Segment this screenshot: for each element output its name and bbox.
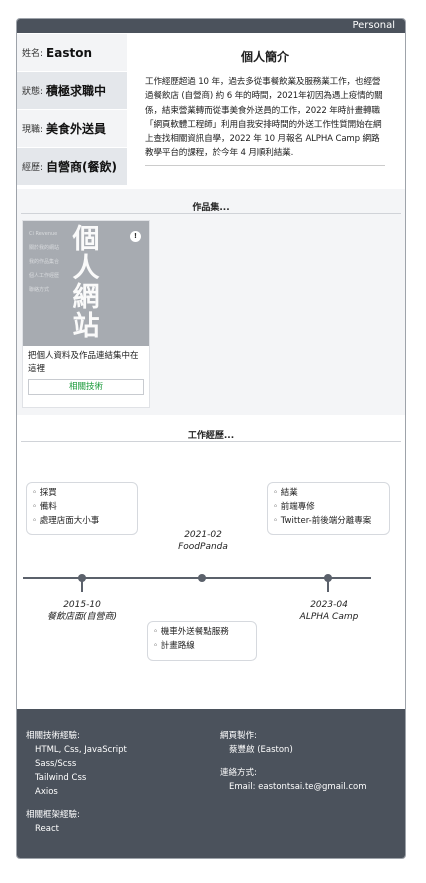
works-section: 作品集... Ci Revenue 關於我的網站 我的作品集合 個人工作經歷 聯… [17,189,405,415]
related-tech-button[interactable]: 相關技術 [28,379,144,395]
profile-section: 姓名: Easton 狀態: 積極求職中 現職: 美食外送員 經歷: 自營商(餐… [17,34,405,202]
info-key: 姓名: [22,49,44,59]
timeline-place: FoodPanda [178,542,228,552]
thumbnail-line: Ci Revenue [29,231,58,237]
frameworks-title: 相關框架經驗: [26,810,80,820]
info-icon: ! [130,231,141,242]
info-row-status: 狀態: 積極求職中 [17,72,127,110]
skill-item: Axios [35,787,58,797]
topbar-label: Personal [352,20,395,31]
experience-title: 工作經歷... [187,431,235,441]
info-row-current-job: 現職: 美食外送員 [17,110,127,148]
top-bar: Personal [17,19,405,33]
bubble-alphacamp: ◦ 結業 ◦ 前端專修 ◦ Twitter-前後端分離專案 [267,482,390,535]
timeline-label-alphacamp: 2023-04 ALPHA Camp [289,599,369,623]
info-column: 姓名: Easton 狀態: 積極求職中 現職: 美食外送員 經歷: 自營商(餐… [17,34,127,202]
info-value: 自營商(餐飲) [46,160,118,174]
info-value: 美食外送員 [46,122,107,136]
intro-text: 工作經歷超過 10 年，過去多從事餐飲業及服務業工作，也經營過餐飲店 (自營商)… [145,77,383,159]
info-value: Easton [46,45,93,60]
made-by-title: 網頁製作: [220,731,257,741]
timeline-place: 餐飲店面(自營商) [46,612,118,622]
resume-card: Personal 姓名: Easton 狀態: 積極求職中 現職: 美食外送員 … [16,18,406,859]
intro-title: 個人簡介 [240,50,289,64]
bubble-item: ◦ 機車外送餐點服務 [153,627,229,637]
footer: 相關技術經驗: HTML, Css, JavaScript Sass/Scss … [17,709,405,858]
info-row-experience: 經歷: 自營商(餐飲) [17,148,127,186]
bubble-foodpanda: ◦ 機車外送餐點服務 ◦ 計畫路線 [147,621,257,661]
thumbnail-title: 個人網站 [72,224,100,342]
skill-item: HTML, Css, JavaScript [35,745,127,755]
timeline-date: 2023-04 [310,600,348,610]
thumbnail-menu: Ci Revenue 關於我的網站 我的作品集合 個人工作經歷 聯絡方式 [29,227,59,297]
timeline-label-restaurant: 2015-10 餐飲店面(自營商) [37,599,127,623]
timeline-dot [324,574,332,582]
info-key: 現職: [22,125,44,135]
bubble-item: ◦ 備料 [32,502,57,512]
contact-email[interactable]: Email: eastontsai.te@gmail.com [229,782,367,792]
timeline-label-foodpanda: 2021-02 FoodPanda [167,529,239,553]
bubble-item: ◦ 結業 [273,488,298,498]
intro-block: 個人簡介 工作經歷超過 10 年，過去多從事餐飲業及服務業工作，也經營過餐飲店 … [145,48,385,166]
footer-contact: 網頁製作: 蔡豐啟 (Easton) 連絡方式: Email: eastonts… [220,729,367,794]
timeline-place: ALPHA Camp [299,612,359,622]
framework-item: React [35,824,59,834]
bubble-item: ◦ Twitter-前後端分離專案 [273,516,372,526]
experience-section: 工作經歷... ◦ 採買 ◦ 備料 ◦ 處理店面大小事 ◦ 結業 ◦ 前端專修 … [17,415,405,705]
bubble-restaurant: ◦ 採買 ◦ 備料 ◦ 處理店面大小事 [26,482,138,535]
skill-item: Sass/Scss [35,759,77,769]
bubble-item: ◦ 處理店面大小事 [32,516,100,526]
info-key: 狀態: [22,87,44,97]
timeline-stem [327,578,329,592]
thumbnail-line: 個人工作經歷 [29,273,60,279]
timeline-date: 2021-02 [184,530,222,540]
bubble-item: ◦ 計畫路線 [153,641,195,651]
divider [21,213,401,214]
thumbnail-line: 關於我的網站 [29,245,60,251]
work-thumbnail[interactable]: Ci Revenue 關於我的網站 我的作品集合 個人工作經歷 聯絡方式 個人網… [23,221,149,346]
timeline-line [23,577,371,579]
divider [145,164,385,166]
contact-title: 連絡方式: [220,768,257,778]
timeline-stem [81,578,83,592]
work-card[interactable]: Ci Revenue 關於我的網站 我的作品集合 個人工作經歷 聯絡方式 個人網… [22,220,150,408]
work-description: 把個人資料及作品連結集中在這裡 [28,351,139,374]
timeline-dot [78,574,86,582]
skill-item: Tailwind Css [35,773,87,783]
info-row-name: 姓名: Easton [17,34,127,72]
skills-title: 相關技術經驗: [26,731,80,741]
thumbnail-line: 聯絡方式 [29,287,50,293]
works-title: 作品集... [192,203,230,213]
info-value: 積極求職中 [46,84,107,98]
divider [21,441,401,442]
made-by-name: 蔡豐啟 (Easton) [229,745,293,755]
bubble-item: ◦ 前端專修 [273,502,315,512]
footer-skills: 相關技術經驗: HTML, Css, JavaScript Sass/Scss … [26,729,127,836]
timeline-date: 2015-10 [63,600,101,610]
timeline-dot [198,574,206,582]
bubble-item: ◦ 採買 [32,488,57,498]
info-key: 經歷: [22,163,44,173]
thumbnail-line: 我的作品集合 [29,259,60,265]
